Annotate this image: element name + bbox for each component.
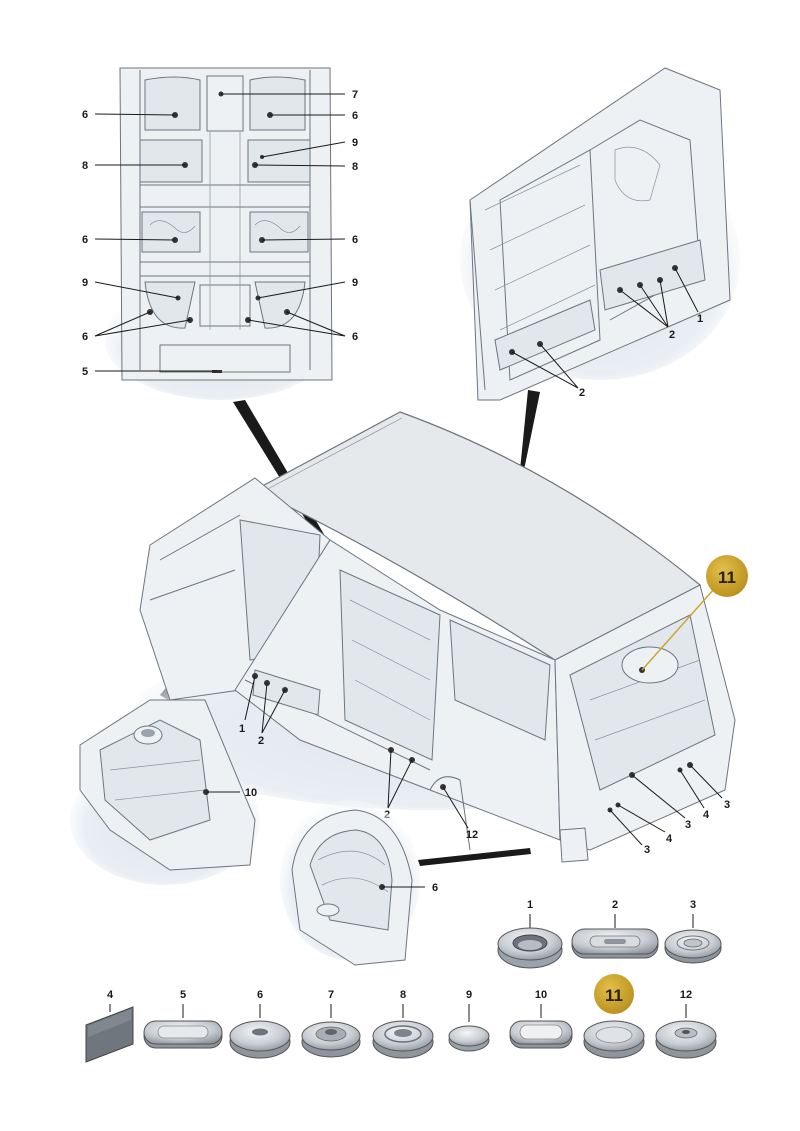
floor-pan-view [105,67,335,400]
callout-label: 1 [239,723,245,735]
grommet-deep-icon [497,927,563,969]
highlight-label: 11 [718,568,736,587]
part-number: 1 [527,899,533,911]
callout-label: 6 [432,882,438,894]
callout-label: 2 [579,387,585,399]
round-plug-domed-icon [655,1020,717,1059]
part-number: 9 [466,989,472,1001]
oval-plug-flat-icon [509,1020,573,1049]
callout-label: 2 [258,735,264,747]
callout-label: 3 [644,844,650,856]
callout-label: 6 [82,234,88,246]
callout-label: 7 [352,89,358,101]
part-number: 12 [680,989,692,1001]
callout-label: 9 [352,277,358,289]
callout-label: 5 [82,366,88,378]
oval-plug-icon [143,1020,223,1049]
callout-label: 6 [82,331,88,343]
part-number: 4 [107,989,114,1001]
small-dome-plug-icon [448,1025,490,1052]
round-plug-ribbed-icon [372,1020,434,1059]
callout-label: 4 [703,809,710,821]
round-plug-domed-icon [229,1020,291,1059]
callout-label: 9 [352,137,358,149]
highlight-badge [706,555,748,597]
oval-plug-slotted-icon [571,928,659,959]
body-callout-lines [244,579,723,846]
floor-callout-lines [94,93,346,372]
sill-callout-labels: 1 2 2 [579,313,703,399]
sill-detail-view [460,67,740,401]
callout-label: 12 [466,829,478,841]
callout-label: 9 [82,277,88,289]
part-number: 7 [328,989,334,1001]
wheelhouse-view [280,800,420,966]
highlight-marker-body: 11 [706,555,748,597]
round-plug-flat-icon [583,1020,645,1059]
callout-label: 4 [666,833,673,845]
callout-label: 6 [352,234,358,246]
callout-label: 6 [352,110,358,122]
body-shell [130,411,736,863]
callout-label: 1 [697,313,703,325]
parts-legend-row-1: 1 2 3 [497,899,722,969]
part-number: 5 [180,989,186,1001]
body-callout-labels: 1 2 2 3 4 3 4 3 12 [239,723,730,856]
callout-label: 3 [724,799,730,811]
callout-label: 8 [352,161,358,173]
callout-label: 3 [685,819,691,831]
part-number-highlighted: 11 [605,986,623,1005]
highlight-marker-legend: 11 [594,974,634,1014]
callout-label: 10 [245,787,257,799]
part-number: 6 [257,989,263,1001]
part-number: 8 [400,989,406,1001]
round-plug-stepped-icon [301,1021,361,1058]
sill-callout-lines [511,267,699,389]
part-number: 2 [612,899,618,911]
quarter-panel-view [70,699,260,885]
callout-label: 6 [82,109,88,121]
part-number: 3 [690,899,696,911]
floor-callout-labels: 7 6 6 9 8 8 6 6 9 9 6 6 5 [82,89,358,378]
part-number: 10 [535,989,547,1001]
callout-label: 8 [82,160,88,172]
round-plug-ribbed-icon [664,929,722,964]
callout-label: 6 [352,331,358,343]
callout-label: 2 [669,329,675,341]
highlight-badge [594,974,634,1014]
adhesive-patch-icon [85,1006,134,1063]
parts-legend-row-2: 4 5 6 7 8 [85,974,717,1063]
